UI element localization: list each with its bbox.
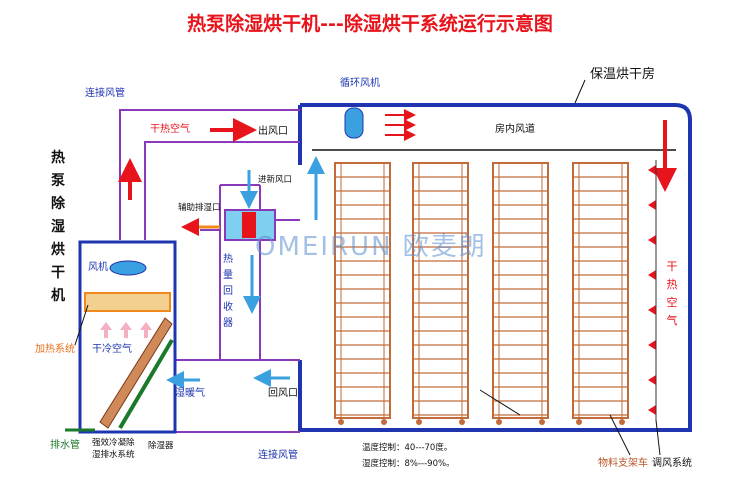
cart-frame [492,162,549,419]
cart-inner-frame [418,162,463,419]
vlabel-machine-char: 泵 [51,173,65,189]
label-drain-pipe: 排水管 [50,438,80,451]
vlabel-machine-char: 除 [51,195,66,212]
vlabel-recovery-char: 回 [223,285,233,297]
label-wet-warm-air: 湿暖气 [175,386,205,399]
connect-duct-top-inner [144,141,300,240]
label-material-cart: 物料支架车 [598,456,648,469]
cart-wheel [496,419,502,425]
vlabel-dryhot-char: 空 [667,295,678,309]
vlabel-dryhot-char: 热 [667,278,678,291]
label-condense-line1: 强效冷凝除 [92,437,135,448]
vlabel-dryhot-char: 气 [667,313,678,327]
connect-duct-bottom-outer [164,420,300,433]
vlabel-recovery-char: 器 [223,317,233,329]
label-duct-top: 连接风管 [85,86,125,99]
condenser-coil [99,317,173,429]
vlabel-machine-char: 热 [51,149,65,166]
vlabel-dryhot-char: 干 [667,260,678,273]
label-outlet: 出风口 [258,124,288,137]
vertical-label-machine: 热泵除湿烘干机 [51,149,66,304]
label-dehumidifier: 除湿器 [148,440,174,451]
label-circulation-fan: 循环风机 [340,76,380,89]
drying-room-outline [298,103,692,432]
label-dry-cold-air: 干冷空气 [92,342,132,355]
cart-frame [412,162,469,419]
label-dry-hot-air: 干热空气 [150,122,190,135]
cart-wheel [381,419,387,425]
cart-wheel [539,419,545,425]
unit-fan-icon [109,260,147,276]
vlabel-machine-char: 烘 [51,241,65,258]
material-carts [334,162,629,425]
vlabel-machine-char: 机 [51,287,65,304]
dry-cold-air-arrows [100,322,152,338]
fan-red-arrows [385,109,416,141]
cart-wheel [416,419,422,425]
label-heating-system: 加热系统 [35,342,75,355]
dehumidifier-strip [118,338,174,430]
label-fan: 风机 [88,260,108,273]
vlabel-machine-char: 湿 [51,219,65,235]
cart-wheel [338,419,344,425]
cart-inner-frame [498,162,543,419]
vlabel-recovery-char: 量 [223,269,233,281]
cart-wheel [459,419,465,425]
vlabel-recovery-char: 收 [223,300,233,313]
heating-element [84,292,171,312]
label-temp-control: 温度控制：40---70度。 [362,442,452,453]
cart-inner-frame [578,162,623,419]
label-air-adjust: 调风系统 [652,456,692,469]
label-condense-system: 强效冷凝除 湿排水系统 [92,437,137,460]
cart-inner-frame [340,162,385,419]
heat-recovery-core [242,212,256,238]
vlabel-recovery-char: 热 [223,252,233,265]
cart-wheel [576,419,582,425]
diagram-title: 热泵除湿烘干机---除湿烘干系统运行示意图 [187,12,553,35]
pointer-lines [74,79,661,456]
label-humidity-control: 湿度控制：8%---90%。 [362,458,455,469]
cart-frame [572,162,629,419]
label-aux-exhaust: 辅助排湿口 [178,202,221,213]
connect-duct-top [119,109,300,240]
vertical-label-dry-hot-air: 干热空气 [667,260,678,327]
air-adjust-arrows [648,165,656,415]
watermark-logo: OMEIRUN 欧麦朗 [255,232,487,262]
label-fresh-inlet: 进新风口 [258,174,292,185]
cart-frame [334,162,391,419]
label-insulated-room: 保温烘干房 [590,66,655,82]
label-duct-bottom: 连接风管 [258,448,298,461]
cart-wheel [619,419,625,425]
label-condense-line2: 湿排水系统 [92,449,135,460]
label-return-inlet: 回风口 [268,387,298,399]
circulation-fan-icon [344,107,364,139]
label-room-duct: 房内风道 [495,122,535,135]
vlabel-machine-char: 干 [51,265,65,281]
